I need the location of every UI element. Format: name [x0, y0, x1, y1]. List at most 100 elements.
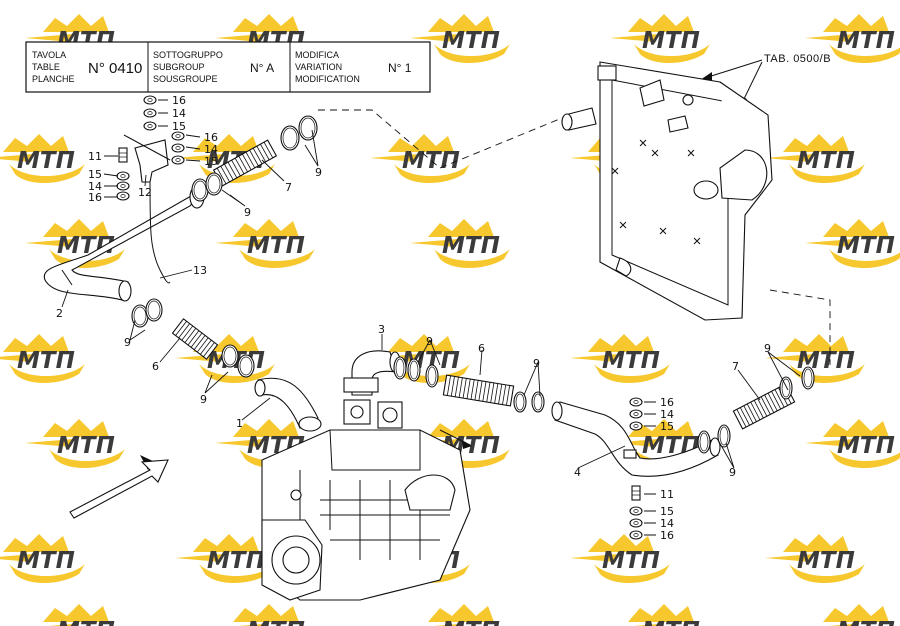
callout-14: 14 — [88, 180, 102, 193]
bracket-12 — [123, 134, 171, 284]
callout-16: 16 — [660, 396, 674, 409]
watermark-logo: МТП — [428, 604, 500, 626]
title-modifica: MODIFICA — [295, 50, 339, 60]
watermark-logo: МТП — [410, 14, 510, 63]
watermark-logo: МТП — [610, 14, 710, 63]
callout-12: 12 — [138, 186, 152, 199]
fastener-stack — [629, 397, 643, 431]
watermark-text: МТП — [797, 548, 855, 574]
subgroup-number: N° A — [250, 61, 274, 75]
watermark-text: МТП — [442, 233, 500, 259]
fastener-stack — [116, 147, 130, 201]
hose-clamp — [280, 125, 300, 151]
watermark-logo: МТП — [370, 134, 470, 183]
callout-9: 9 — [764, 342, 771, 355]
watermark-text: МТП — [17, 348, 75, 374]
callout-9: 9 — [729, 466, 736, 479]
callout-6: 6 — [152, 360, 159, 373]
callout-16: 16 — [172, 94, 186, 107]
callout-16: 16 — [660, 529, 674, 542]
watermark-text: МТП — [247, 618, 305, 626]
callout-9: 9 — [244, 206, 251, 219]
hose-6-center — [442, 374, 515, 407]
fastener-stacks — [116, 95, 643, 540]
hose-4 — [551, 401, 721, 477]
radiator — [561, 61, 773, 321]
leader-lines — [61, 99, 801, 536]
callout-7: 7 — [732, 360, 739, 373]
corrugated-hoses — [171, 139, 796, 430]
watermark-text: МТП — [17, 148, 75, 174]
callout-4: 4 — [574, 466, 581, 479]
callout-16: 16 — [88, 191, 102, 204]
watermark-text: МТП — [57, 618, 115, 626]
callout-3: 3 — [378, 323, 385, 336]
hose-1 — [254, 377, 322, 432]
hose-clamp — [237, 354, 255, 378]
watermark-logo: МТП — [233, 604, 305, 626]
callout-6: 6 — [478, 342, 485, 355]
callout-14: 14 — [660, 517, 674, 530]
watermark-logo: МТП — [570, 334, 670, 383]
fastener-stack — [629, 485, 643, 540]
engine — [261, 399, 472, 601]
watermark-logo: МТП — [805, 14, 900, 63]
fastener-stack — [171, 131, 185, 165]
title-block: TAVOLA TABLE PLANCHE N° 0410 SOTTOGRUPPO… — [25, 41, 431, 93]
callout-9: 9 — [533, 357, 540, 370]
watermark-text: МТП — [837, 233, 895, 259]
callout-13: 13 — [193, 264, 207, 277]
watermark-logo: МТП — [823, 604, 895, 626]
watermark-text: МТП — [837, 618, 895, 626]
table-number: N° 0410 — [88, 60, 142, 77]
hose-clamp — [205, 172, 223, 196]
modification-number: N° 1 — [388, 61, 412, 75]
callout-14: 14 — [204, 143, 218, 156]
watermark-logo: МТП — [25, 419, 125, 468]
title-sousgroupe: SOUSGROUPE — [153, 74, 218, 84]
callout-14: 14 — [660, 408, 674, 421]
callout-2: 2 — [56, 307, 63, 320]
watermark-text: МТП — [837, 28, 895, 54]
callout-15: 15 — [660, 505, 674, 518]
title-variation: VARIATION — [295, 62, 342, 72]
watermark-text: МТП — [642, 28, 700, 54]
fastener-stack — [143, 95, 157, 131]
callout-9: 9 — [426, 335, 433, 348]
watermark-logo: МТП — [410, 219, 510, 268]
callout-15: 15 — [88, 168, 102, 181]
watermark-logo: МТП — [0, 334, 85, 383]
watermark-logo: МТП — [805, 219, 900, 268]
watermark-text: МТП — [602, 548, 660, 574]
hose-clamps — [131, 115, 815, 454]
hose-clamp — [145, 298, 163, 322]
callout-9: 9 — [124, 336, 131, 349]
watermark-logo: МТП — [215, 219, 315, 268]
watermark-text: МТП — [402, 148, 460, 174]
callout-9: 9 — [315, 166, 322, 179]
callout-15: 15 — [172, 120, 186, 133]
title-planche: PLANCHE — [32, 74, 75, 84]
watermark-logo: МТП — [805, 419, 900, 468]
watermark-logo: МТП — [43, 604, 115, 626]
watermark-text: МТП — [442, 28, 500, 54]
watermark-logo: МТП — [765, 134, 865, 183]
elbow-3 — [343, 350, 401, 396]
watermark-logo: МТП — [0, 134, 85, 183]
watermark-logo: МТП — [570, 534, 670, 583]
watermark-logo: МТП — [765, 534, 865, 583]
watermark-text: МТП — [837, 433, 895, 459]
callout-15: 15 — [204, 155, 218, 168]
assembly-lines — [318, 109, 831, 365]
title-sottogruppo: SOTTOGRUPPO — [153, 50, 223, 60]
watermark-text: МТП — [57, 433, 115, 459]
watermark-text: МТП — [602, 348, 660, 374]
callout-16: 16 — [204, 131, 218, 144]
hose-clamp — [298, 115, 318, 141]
callout-14: 14 — [172, 107, 186, 120]
flow-arrow — [69, 455, 169, 519]
callout-11: 11 — [660, 488, 674, 501]
watermark-text: МТП — [247, 233, 305, 259]
callout-1: 1 — [236, 417, 243, 430]
